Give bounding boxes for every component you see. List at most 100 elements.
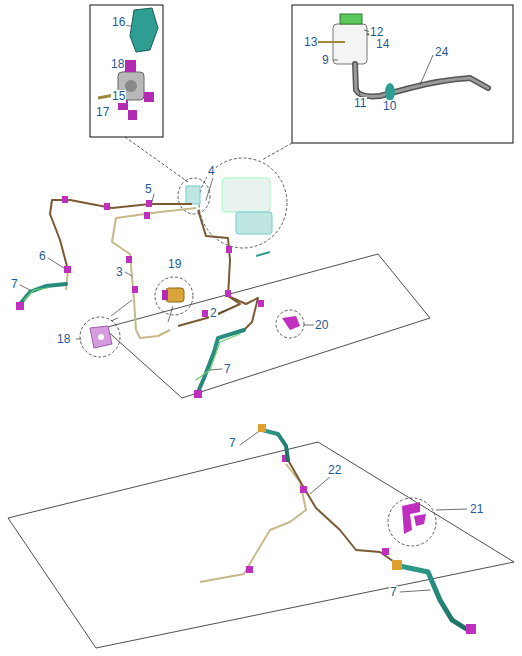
inset-frame [90,5,513,143]
leader-line [310,476,331,494]
callout-number: 24 [434,46,449,59]
reservoir-cap [340,14,362,24]
rear-plane [8,442,514,648]
leader-line [400,590,430,592]
pipe-clip [146,200,152,207]
leader-line [333,60,338,61]
connector-19 [166,288,184,302]
hose-end [392,560,402,570]
pipe-clip [225,290,231,297]
callout-number: 6 [38,250,47,263]
callout-number: 7 [228,437,237,450]
leader-line [240,432,258,445]
detail-circle [388,498,436,546]
pipe-22 [288,460,400,566]
detail-circle [80,137,436,546]
pipe-2 [178,210,240,326]
master-cylinder [236,212,272,234]
pipe-clip [258,300,264,307]
callout-number: 7 [389,586,398,599]
leader-line [125,272,132,276]
reservoir-body [333,24,367,64]
callout-number: 18 [56,333,71,346]
callout-number: 7 [223,363,232,376]
clip-18 [90,326,112,348]
master-cylinder [222,178,270,212]
leader-line [206,178,213,200]
valve-block [98,8,158,120]
hose-24 [355,64,488,96]
pipe-clip [132,286,138,293]
floor-outline [8,254,514,648]
hose-end [16,302,24,310]
hose-7 [262,430,288,460]
leader-line [48,258,64,268]
detail-part [76,288,467,534]
valve-ghost [186,186,200,204]
clamp-10 [385,83,395,101]
callout-number: 10 [382,100,397,113]
inset-right [292,5,513,143]
hose-7 [198,330,244,392]
front-plane [104,254,430,398]
callout-number: 21 [469,503,484,516]
pipe-22 [200,464,306,582]
leader-line [358,88,360,95]
bracket-16 [130,8,158,52]
callout-number: 11 [353,97,367,110]
reservoir [318,14,488,101]
pipe-3 [112,208,196,338]
callout-number: 3 [115,266,124,279]
leader-line [304,325,314,326]
hose-7 [24,288,48,300]
callout-number: 16 [111,16,126,29]
pipe-clip [226,246,232,253]
detail-circle [199,158,287,248]
pipe-clip [104,203,110,210]
leader-line [210,369,222,370]
fitting [128,110,137,120]
callout-number: 2 [209,307,218,320]
pipe-clip [62,196,389,573]
detail-leader [125,137,188,182]
pin-13 [318,41,345,43]
pipe-clip [300,486,307,493]
inset-left [90,5,163,137]
clip-18 [98,334,104,340]
pipe-clip [64,266,71,273]
connector-19 [162,290,168,300]
pipe-clip [246,566,253,573]
pipe-clip [126,256,132,263]
detail-circle [80,317,120,357]
leader-line [76,339,81,340]
hose-7 [196,334,240,380]
callout-number: 19 [167,258,182,271]
callout-number: 9 [321,54,330,67]
pipe-clip [202,310,208,317]
pipe-2 [228,296,258,330]
detail-circle [276,310,304,338]
pipe-clip [382,548,389,555]
callout-number: 14 [375,38,390,51]
pipe-clip [62,196,68,203]
pushrod [256,252,270,256]
hose-24 [355,64,488,96]
leader-line [436,509,467,510]
pipe-clip [144,212,150,219]
callout-number: 20 [314,319,329,332]
leader-line [420,55,433,85]
callout-number: 17 [95,106,110,119]
clip-21 [414,514,426,526]
detail-leader [262,143,292,160]
callout-number: 13 [303,36,318,49]
callout-number: 18 [110,58,125,71]
callout-number: 22 [327,464,342,477]
callout-number: 7 [10,278,19,291]
brake-pipe [50,200,400,582]
fitting [144,92,154,102]
fitting [124,60,136,72]
callout-number: 15 [111,90,126,103]
valve-port [125,80,137,92]
